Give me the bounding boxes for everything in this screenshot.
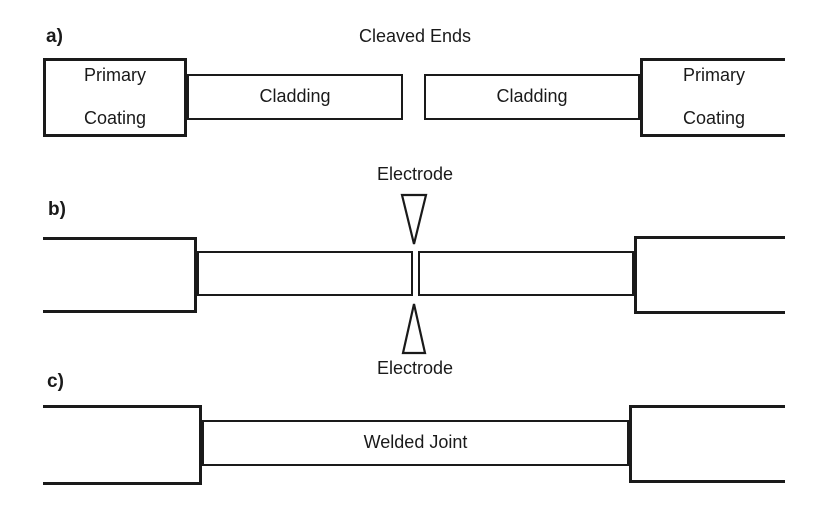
panel-a-right-primary-coating-label: Primary Coating	[682, 64, 746, 129]
panel-a-right-cladding-label: Cladding	[496, 86, 568, 107]
electrode-top-tip-icon	[400, 193, 428, 247]
panel-c-welded-joint-box: Welded Joint	[202, 420, 629, 466]
panel-b-right-coating-box	[634, 236, 785, 314]
electrode-top-label: Electrode	[376, 164, 454, 184]
panel-a-left-primary-coating-label: Primary Coating	[83, 64, 147, 129]
panel-a-left-cladding-label: Cladding	[259, 86, 331, 107]
panel-b-label: b)	[48, 199, 66, 220]
electrode-bottom-label: Electrode	[376, 358, 454, 378]
panel-b-left-coating-box	[43, 237, 197, 313]
panel-b-left-cladding-box	[197, 251, 413, 296]
electrode-bottom-tip-icon	[401, 301, 427, 355]
panel-b-right-cladding-box	[418, 251, 634, 296]
welded-joint-label: Welded Joint	[363, 432, 468, 453]
panel-a-left-cladding-box: Cladding	[187, 74, 403, 120]
panel-a-label: a)	[46, 26, 63, 47]
panel-a-left-primary-coating-box: Primary Coating	[43, 58, 187, 137]
panel-c-right-coating-box	[629, 405, 785, 483]
panel-a-right-cladding-box: Cladding	[424, 74, 640, 120]
panel-c-left-coating-box	[43, 405, 202, 485]
cleaved-ends-caption: Cleaved Ends	[358, 26, 472, 46]
panel-a-right-primary-coating-box: Primary Coating	[640, 58, 785, 137]
panel-c-label: c)	[47, 371, 64, 392]
